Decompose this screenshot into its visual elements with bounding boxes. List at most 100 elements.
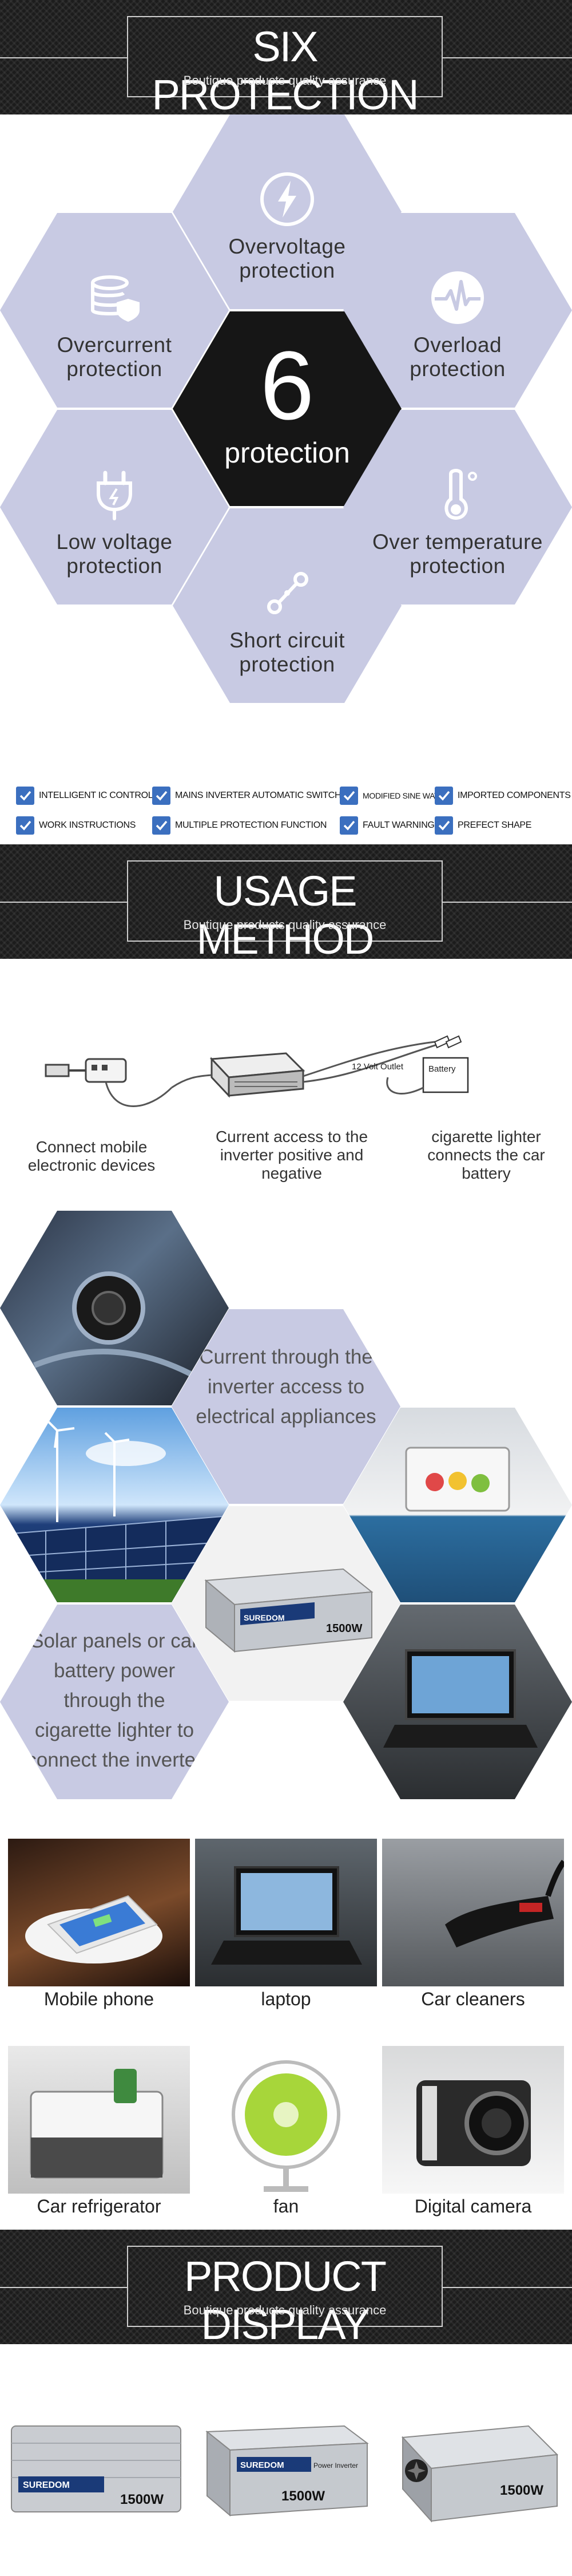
appliance-label: laptop [261, 1989, 311, 2009]
check-icon [435, 787, 453, 805]
feature-item: IMPORTED COMPONENTS [435, 785, 571, 806]
appliance-photo-car-refrigerator [8, 2046, 190, 2194]
laptop-image [383, 1649, 538, 1748]
hex-low-voltage: Low voltage protection [0, 410, 229, 605]
laptop-image [211, 1866, 362, 1965]
feature-item: PREFECT SHAPE [435, 815, 531, 836]
usage-method-banner: USAGE METHOD Boutique products quality a… [0, 844, 572, 959]
check-icon [152, 787, 170, 805]
appliance-label: Car refrigerator [37, 2196, 161, 2217]
hex-laptop-photo [343, 1605, 572, 1799]
section-subtitle: Boutique products quality assurance [183, 918, 387, 932]
step-caption: Current access to the inverter positive … [215, 1128, 368, 1182]
pulse-wave-icon [431, 271, 484, 324]
feature-label: MODIFIED SINE WAVE [363, 791, 445, 800]
hex-text: Solar panels or car battery power throug… [26, 1630, 202, 1771]
appliance-label: Car cleaners [421, 1989, 525, 2009]
hex-car-fridge-photo [343, 1408, 572, 1602]
section-title: USAGE METHOD [196, 867, 375, 959]
feature-label: MAINS INVERTER AUTOMATIC SWITCH [175, 791, 341, 800]
battery-label: Battery [428, 1064, 456, 1074]
appliance-photo-digital-camera [382, 2046, 564, 2194]
center-number: 6 [260, 331, 315, 440]
feature-label: INTELLIGENT IC CONTROL [39, 791, 153, 800]
fan-image [232, 2060, 340, 2192]
power-label: 1500W [500, 2483, 543, 2498]
product-photo-angle: SUREDOM Power Inverter 1500W [205, 2425, 369, 2517]
hex-label: Low voltage protection [56, 530, 173, 578]
phone-charging-image [25, 1895, 162, 1963]
product-photo-front: SUREDOM 1500W [11, 2425, 181, 2512]
hex-solar-photo [0, 1408, 229, 1602]
feature-item: WORK INSTRUCTIONS [16, 815, 136, 836]
battery-clamps-icon: 12 Volt Outlet Battery [352, 1035, 469, 1095]
check-icon [152, 816, 170, 835]
hex-label: Short circuit protection [229, 629, 345, 676]
hex-text: Current through the inverter access to e… [196, 1346, 376, 1428]
inverter-icon [171, 1041, 447, 1098]
connection-diagram: 12 Volt Outlet Battery [45, 1035, 469, 1107]
step-caption: Connect mobile electronic devices [27, 1138, 156, 1174]
check-icon [340, 816, 358, 835]
check-icon [435, 816, 453, 835]
feature-item: INTELLIGENT IC CONTROL [16, 785, 153, 806]
appliance-label: Mobile phone [43, 1989, 154, 2009]
check-icon [340, 787, 358, 805]
hex-label: Over temperature protection [372, 530, 543, 578]
car-fridge-image [30, 2069, 164, 2179]
brand-text: SUREDOM [244, 1613, 285, 1622]
appliance-label: Digital camera [414, 2196, 532, 2217]
banner-frame: USAGE METHOD Boutique products quality a… [0, 860, 572, 959]
outlet-label: 12 Volt Outlet [352, 1062, 404, 1072]
feature-item: MULTIPLE PROTECTION FUNCTION [152, 815, 327, 836]
banner-frame: PRODUCT DISPLAY Boutique products qualit… [0, 2246, 572, 2344]
thermometer-icon [444, 469, 477, 520]
section-title: SIX PROTECTION [152, 23, 419, 114]
banner-frame: SIX PROTECTION Boutique products quality… [0, 16, 572, 114]
section-subtitle: Boutique products quality assurance [183, 73, 387, 88]
camera-image [416, 2080, 531, 2166]
appliance-photo-laptop [195, 1839, 377, 1986]
feature-label: FAULT WARNING [363, 820, 435, 830]
inverter-power-label: 1500W [326, 1622, 362, 1635]
feature-label: WORK INSTRUCTIONS [39, 820, 136, 830]
hex-label: Overvoltage protection [228, 235, 346, 282]
feature-item: FAULT WARNING [340, 815, 435, 836]
appliance-photo-mobile-phone [8, 1839, 190, 1986]
car-fridge-image [405, 1447, 510, 1512]
power-label: 1500W [281, 2488, 325, 2504]
lightning-bolt-icon [260, 172, 314, 226]
appliance-photo-car-cleaner [382, 1839, 564, 1986]
section-title: PRODUCT DISPLAY [184, 2253, 387, 2344]
feature-label: PREFECT SHAPE [458, 820, 532, 830]
caption-text: Power Inverter [313, 2462, 358, 2470]
hex-text-appliances: Current through the inverter access to e… [172, 1309, 400, 1504]
database-shield-icon [91, 275, 140, 322]
power-plug-icon [97, 471, 132, 520]
feature-label: MULTIPLE PROTECTION FUNCTION [175, 820, 327, 830]
power-label: 1500W [120, 2492, 164, 2507]
appliance-photo-fan [195, 2046, 377, 2194]
brand-text: SUREDOM [240, 2460, 284, 2470]
hex-text-solar: Solar panels or car battery power throug… [0, 1605, 229, 1799]
check-icon [16, 816, 34, 835]
center-label: protection [224, 437, 350, 469]
feature-label: IMPORTED COMPONENTS [458, 791, 571, 800]
car-vacuum-image [445, 1859, 564, 1947]
check-icon [16, 787, 34, 805]
feature-item: MAINS INVERTER AUTOMATIC SWITCH [152, 785, 341, 806]
circuit-nodes-icon [267, 572, 308, 614]
hex-label: Overload protection [410, 333, 506, 381]
product-display-banner: PRODUCT DISPLAY Boutique products qualit… [0, 2230, 572, 2344]
feature-item: MODIFIED SINE WAVE [340, 785, 444, 806]
inverter-image: SUREDOM 1500W [204, 1568, 374, 1653]
appliance-label: fan [273, 2196, 299, 2217]
hex-inverter-photo: SUREDOM 1500W [172, 1506, 400, 1701]
product-photo-side: 1500W [401, 2425, 559, 2523]
step-caption: cigarette lighter connects the car batte… [427, 1128, 545, 1182]
section-subtitle: Boutique products quality assurance [183, 2303, 387, 2317]
usb-charger-icon [45, 1058, 173, 1107]
cigarette-socket-image [33, 1271, 208, 1385]
hex-car-interior-photo [0, 1211, 229, 1405]
